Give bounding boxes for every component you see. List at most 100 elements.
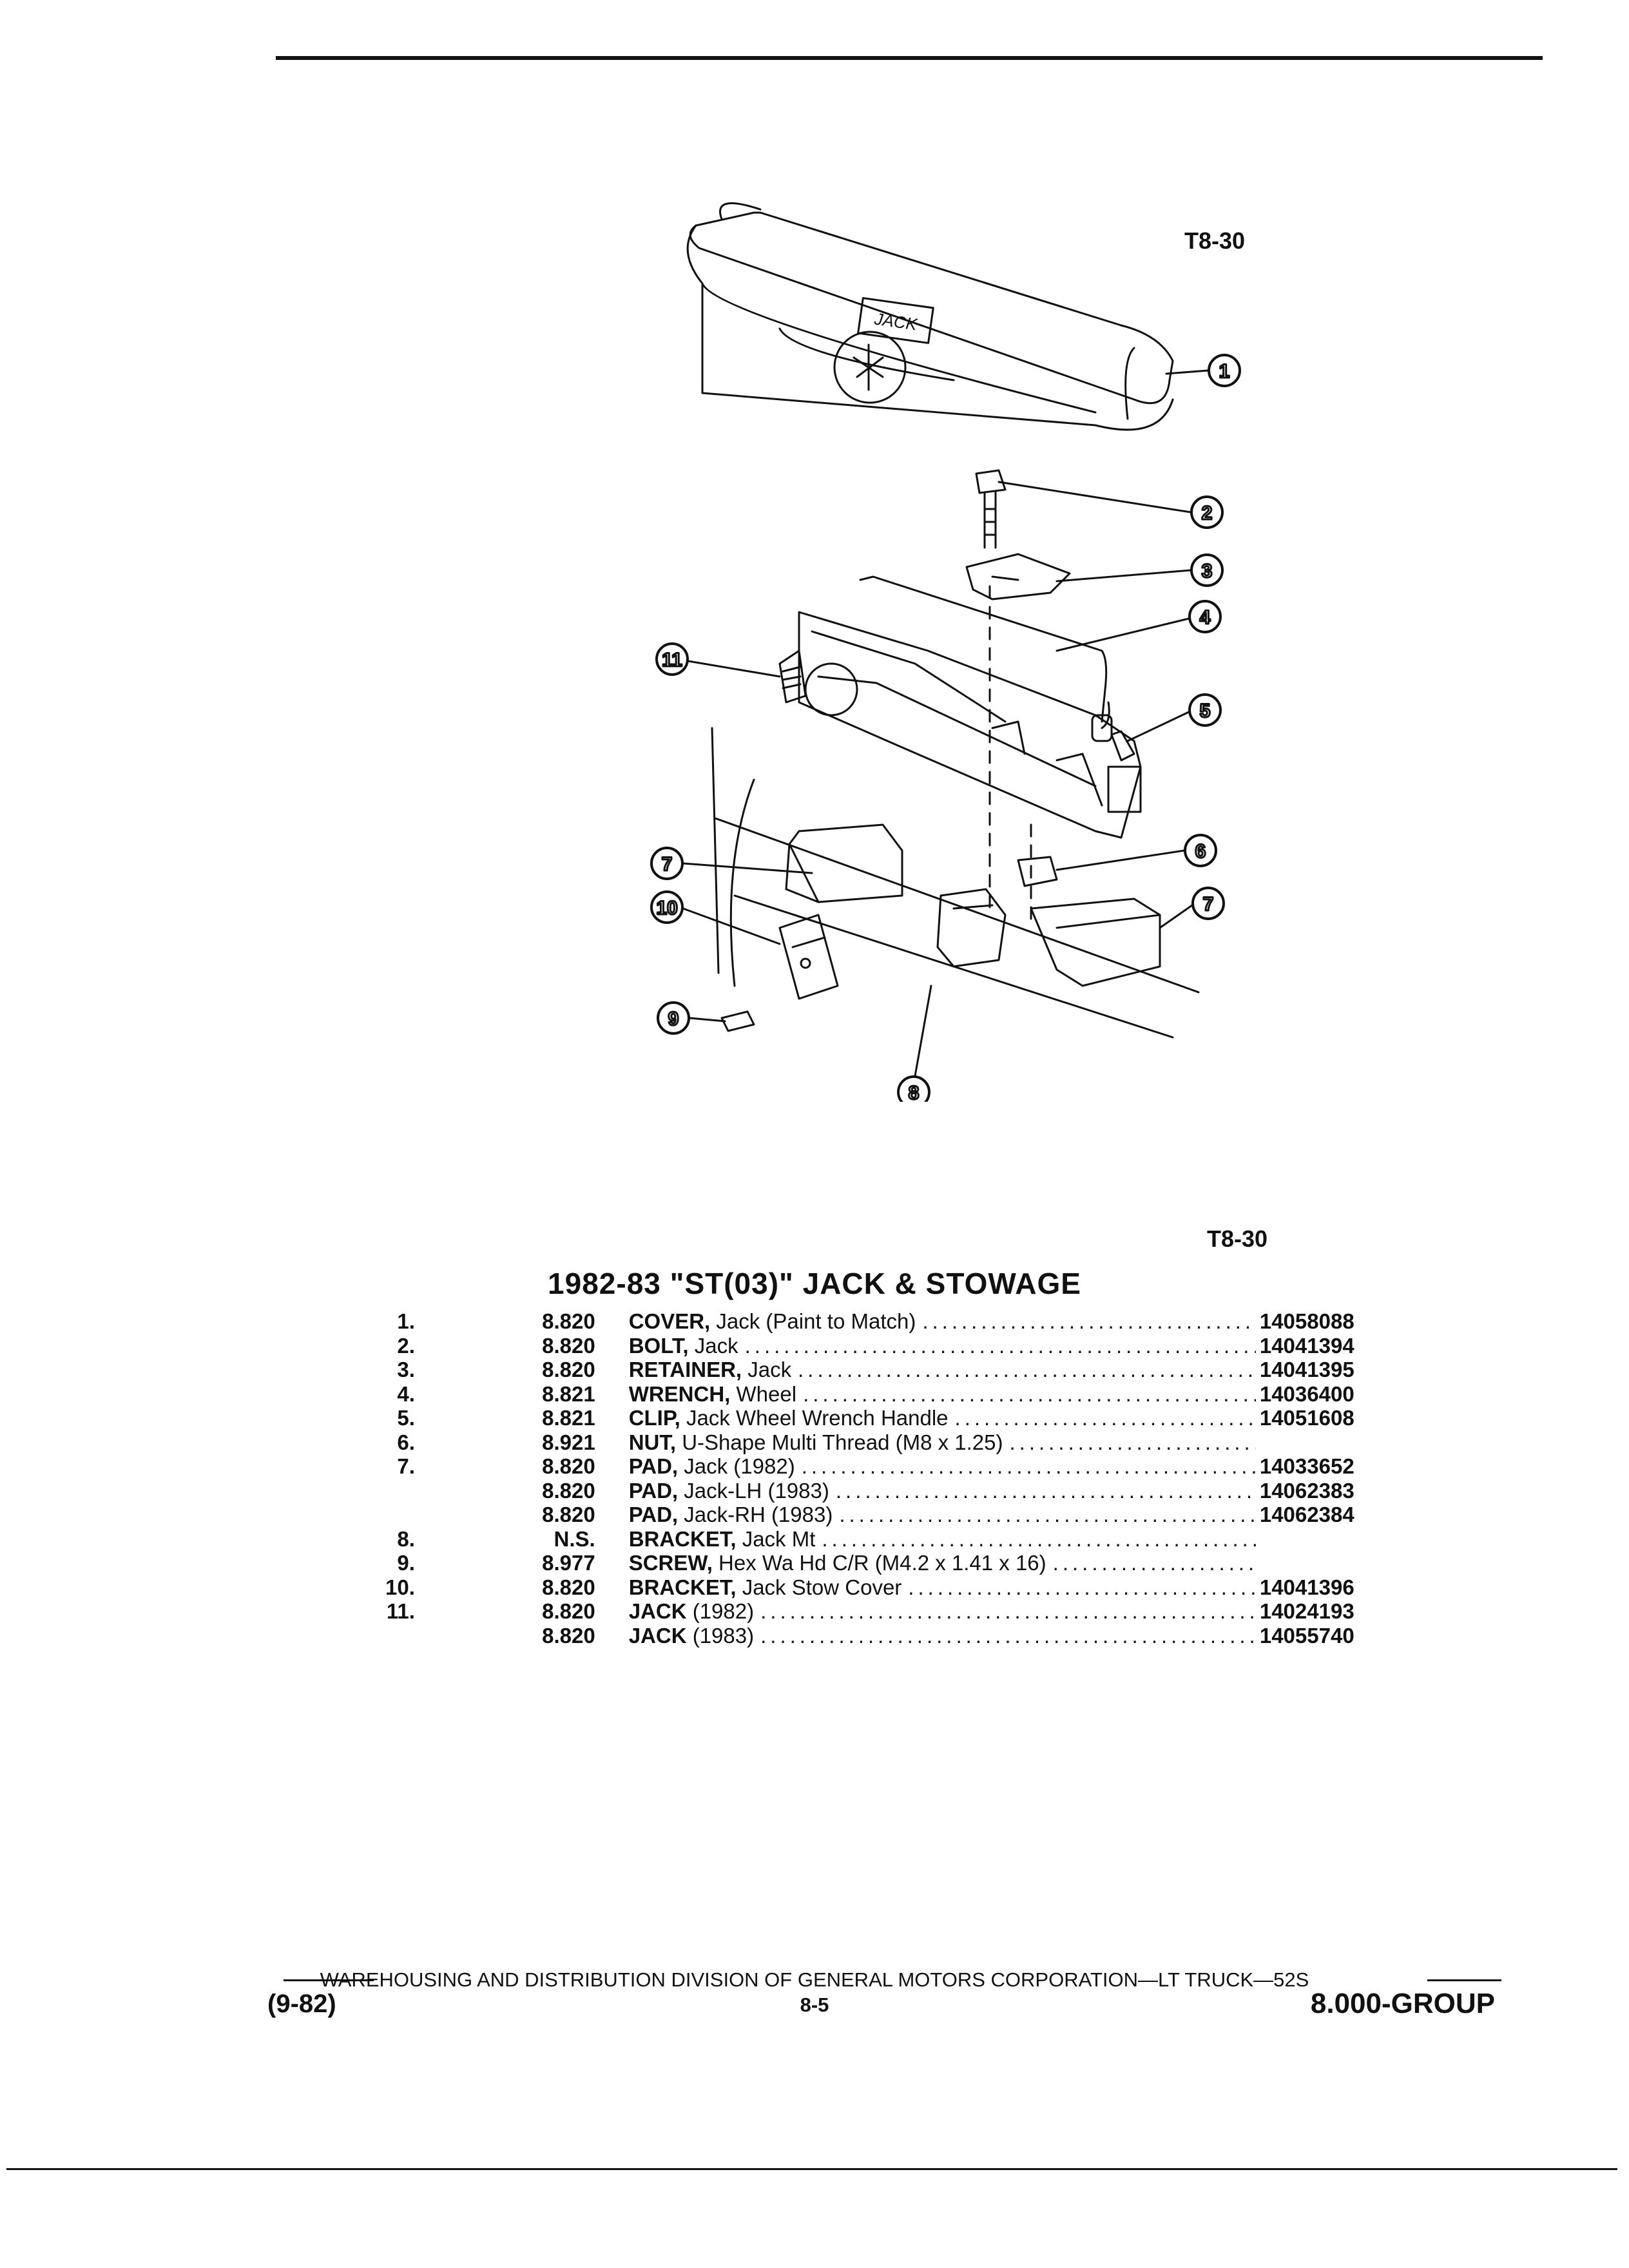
part-name: WRENCH, <box>628 1381 731 1406</box>
callout-7-left: 7 <box>650 847 684 880</box>
svg-text:7: 7 <box>662 854 673 875</box>
clip-drawing <box>1110 730 1135 762</box>
group-number: 8.820 <box>542 1333 595 1358</box>
part-detail: Wheel <box>736 1381 797 1406</box>
part-number <box>1260 1551 1392 1575</box>
jack-label: JACK <box>872 309 920 334</box>
figure-code-bottom: T8-30 <box>1207 1225 1268 1252</box>
part-detail: Jack Stow Cover <box>742 1575 902 1599</box>
leader-dots <box>803 1382 1256 1407</box>
callout-7-right: 7 <box>1191 887 1225 920</box>
callout-9: 9 <box>657 1001 690 1035</box>
leader-dots <box>836 1479 1256 1503</box>
part-detail: Jack Wheel Wrench Handle <box>686 1406 949 1430</box>
item-number: 8. <box>397 1526 415 1551</box>
callouts: 1 2 3 4 5 6 7 7 8 9 10 11 <box>650 354 1241 1109</box>
jack-stowage-illustration: JACK <box>650 202 1241 1109</box>
group-number: 8.820 <box>542 1454 595 1478</box>
footer-page-number: 8-5 <box>800 1994 829 2016</box>
jack-drawing <box>778 611 1142 839</box>
group-number: N.S. <box>554 1526 595 1551</box>
svg-text:11: 11 <box>662 649 682 671</box>
item-number: 9. <box>397 1551 415 1575</box>
part-detail: Jack-RH (1983) <box>684 1503 833 1526</box>
item-number: 3. <box>397 1358 415 1381</box>
svg-text:10: 10 <box>656 898 677 919</box>
part-number: 14041394 <box>1259 1333 1354 1358</box>
floor-and-pads-drawing <box>711 727 1200 1039</box>
part-description: BOLT, Jack <box>629 1334 1260 1358</box>
leader-dots <box>822 1527 1255 1552</box>
item-number: 7. <box>397 1454 415 1478</box>
callout-11: 11 <box>655 642 689 676</box>
callout-4: 4 <box>1188 600 1222 633</box>
part-detail: (1982) <box>692 1599 755 1623</box>
group-number: 8.821 <box>542 1406 595 1430</box>
leader-lines <box>682 369 1210 1077</box>
part-number: 14062383 <box>1259 1478 1354 1503</box>
top-rule <box>276 56 1543 60</box>
part-detail: Jack (1982) <box>684 1454 795 1478</box>
part-name: JACK <box>628 1599 687 1623</box>
group-number: 8.977 <box>542 1551 595 1575</box>
part-description: WRENCH, Wheel <box>629 1382 1260 1407</box>
section-title: 1982-83 "ST(03)" JACK & STOWAGE <box>548 1267 1081 1300</box>
footer-group: 8.000-GROUP <box>1310 1988 1495 2019</box>
footer-division: WAREHOUSING AND DISTRIBUTION DIVISION OF… <box>320 1968 1309 1991</box>
group-number: 8.820 <box>542 1503 595 1526</box>
leader-dots <box>1053 1551 1256 1575</box>
part-number: 14058088 <box>1259 1309 1354 1333</box>
part-description: JACK (1982) <box>629 1599 1260 1624</box>
item-number: 11. <box>386 1599 415 1623</box>
part-detail: (1983) <box>692 1623 755 1648</box>
footer-rule-right <box>1427 1979 1501 1981</box>
leader-dots <box>798 1358 1256 1382</box>
parts-row: 2. 8.820 BOLT, Jack14041394 <box>361 1334 1392 1358</box>
part-description: PAD, Jack-RH (1983) <box>629 1503 1260 1527</box>
part-detail: Jack (Paint to Match) <box>716 1309 916 1333</box>
svg-text:1: 1 <box>1219 361 1230 382</box>
item-number: 5. <box>397 1406 415 1430</box>
part-description: JACK (1983) <box>629 1624 1260 1648</box>
callout-2: 2 <box>1190 495 1224 529</box>
leader-dots <box>802 1454 1256 1479</box>
item-number: 10. <box>385 1575 415 1599</box>
nut-drawing <box>1017 856 1058 887</box>
item-number <box>361 1479 415 1503</box>
leader-dots <box>839 1503 1256 1527</box>
leader-dots <box>922 1309 1256 1334</box>
item-number <box>361 1624 415 1648</box>
part-description: RETAINER, Jack <box>629 1358 1260 1382</box>
part-number: 14041395 <box>1259 1358 1354 1381</box>
part-detail: U-Shape Multi Thread (M8 x 1.25) <box>682 1430 1003 1454</box>
part-description: SCREW, Hex Wa Hd C/R (M4.2 x 1.41 x 16) <box>629 1551 1260 1575</box>
item-number: 6. <box>397 1430 415 1454</box>
part-number: 14051608 <box>1259 1406 1354 1430</box>
part-description: BRACKET, Jack Mt <box>629 1527 1260 1552</box>
callout-5: 5 <box>1188 693 1222 727</box>
parts-row: 9. 8.977 SCREW, Hex Wa Hd C/R (M4.2 x 1.41… <box>361 1551 1392 1575</box>
svg-text:8: 8 <box>909 1082 920 1102</box>
wrench-drawing <box>859 575 1110 729</box>
svg-text:4: 4 <box>1200 607 1211 628</box>
part-number: 14036400 <box>1259 1381 1354 1406</box>
group-number: 8.921 <box>542 1430 595 1454</box>
item-number: 2. <box>397 1333 415 1358</box>
part-description: CLIP, Jack Wheel Wrench Handle <box>629 1406 1260 1430</box>
svg-text:9: 9 <box>668 1008 679 1030</box>
part-name: PAD, <box>628 1454 679 1478</box>
part-number: 14041396 <box>1259 1575 1354 1599</box>
part-number: 14055740 <box>1259 1623 1354 1648</box>
group-number: 8.820 <box>542 1358 595 1381</box>
parts-row: 3. 8.820 RETAINER, Jack14041395 <box>361 1358 1392 1382</box>
callout-6: 6 <box>1184 834 1217 867</box>
leader-dots <box>1009 1430 1255 1455</box>
part-name: PAD, <box>628 1478 679 1503</box>
group-number: 8.820 <box>542 1623 595 1648</box>
svg-text:6: 6 <box>1195 841 1206 862</box>
part-number: 14024193 <box>1259 1599 1354 1623</box>
